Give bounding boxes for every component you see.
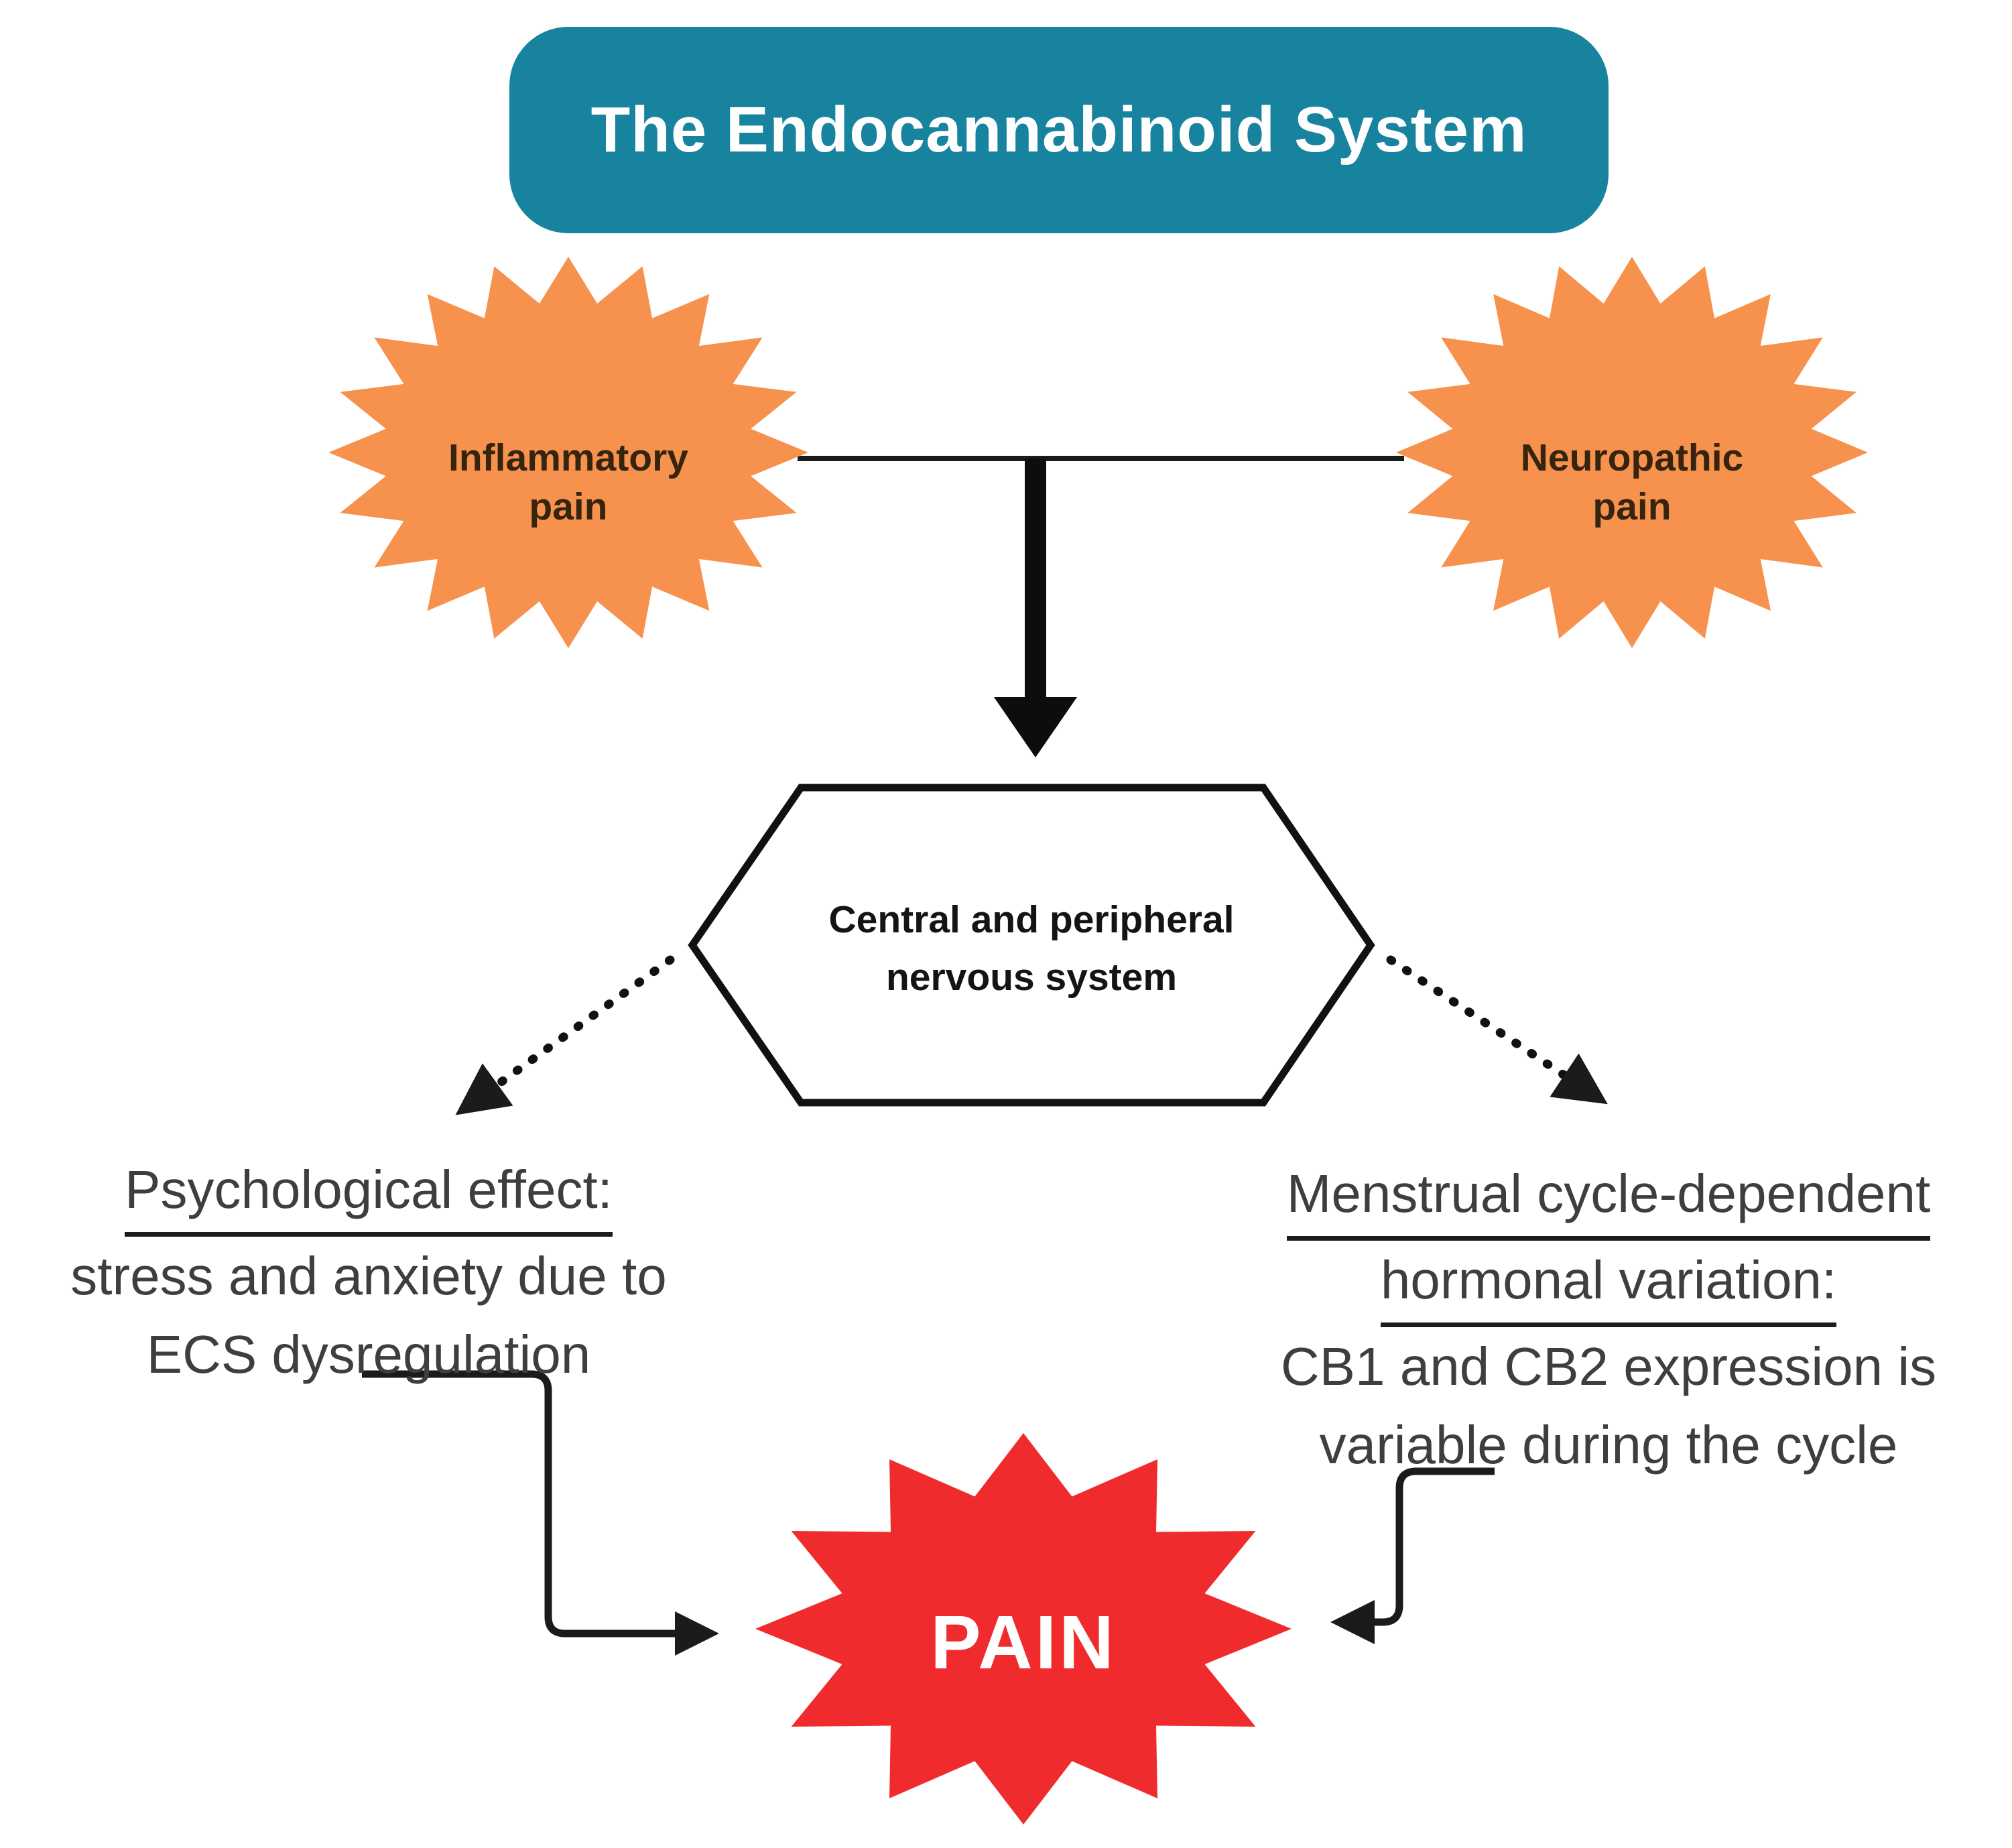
menstrual-cycle-note: Menstrual cycle-dependent hormonal varia… xyxy=(1206,1154,2011,1484)
inflammatory-pain-label: Inflammatory pain xyxy=(367,409,769,556)
menstrual-heading-line1-text: Menstrual cycle-dependent xyxy=(1286,1154,1931,1241)
cns-label-line2: nervous system xyxy=(885,956,1178,999)
dotted-arrow-left xyxy=(455,955,675,1115)
inflammatory-label-line1: Inflammatory xyxy=(448,436,688,479)
psychological-effect-heading: Psychological effect: xyxy=(0,1150,737,1237)
menstrual-heading-line1: Menstrual cycle-dependent xyxy=(1206,1154,2011,1241)
menstrual-line3: CB1 and CB2 expression is xyxy=(1280,1337,1937,1396)
pain-label: PAIN xyxy=(856,1599,1191,1686)
psychological-effect-line2: stress and anxiety due to xyxy=(70,1246,667,1306)
neuropathic-pain-starburst xyxy=(1396,257,1868,648)
title-banner: The Endocannabinoid System xyxy=(509,27,1609,233)
psychological-effect-line3: ECS dysregulation xyxy=(146,1325,591,1384)
menstrual-line4: variable during the cycle xyxy=(1319,1415,1898,1475)
cns-hexagon-label: Central and peripheral nervous system xyxy=(763,885,1300,1012)
cns-label-line1: Central and peripheral xyxy=(828,898,1235,941)
inflammatory-label-line2: pain xyxy=(529,485,608,528)
dotted-arrow-right xyxy=(1386,955,1608,1105)
psychological-effect-heading-text: Psychological effect: xyxy=(125,1150,613,1237)
neuropathic-label-line2: pain xyxy=(1592,485,1672,528)
pain-label-text: PAIN xyxy=(930,1600,1117,1684)
inflammatory-pain-starburst xyxy=(328,257,808,648)
cns-hexagon xyxy=(688,784,1375,1107)
down-arrow-head-icon xyxy=(994,697,1077,757)
pain-starburst xyxy=(755,1433,1292,1825)
menstrual-heading-line2: hormonal variation: xyxy=(1206,1241,2011,1327)
menstrual-heading-line2-text: hormonal variation: xyxy=(1380,1241,1837,1327)
left-elbow-connector xyxy=(362,1370,719,1656)
title-text: The Endocannabinoid System xyxy=(590,94,1527,166)
neuropathic-label-line1: Neuropathic xyxy=(1520,436,1744,479)
psychological-effect-note: Psychological effect: stress and anxiety… xyxy=(0,1150,737,1394)
right-elbow-connector xyxy=(1330,1467,1495,1644)
neuropathic-pain-label: Neuropathic pain xyxy=(1431,409,1833,556)
